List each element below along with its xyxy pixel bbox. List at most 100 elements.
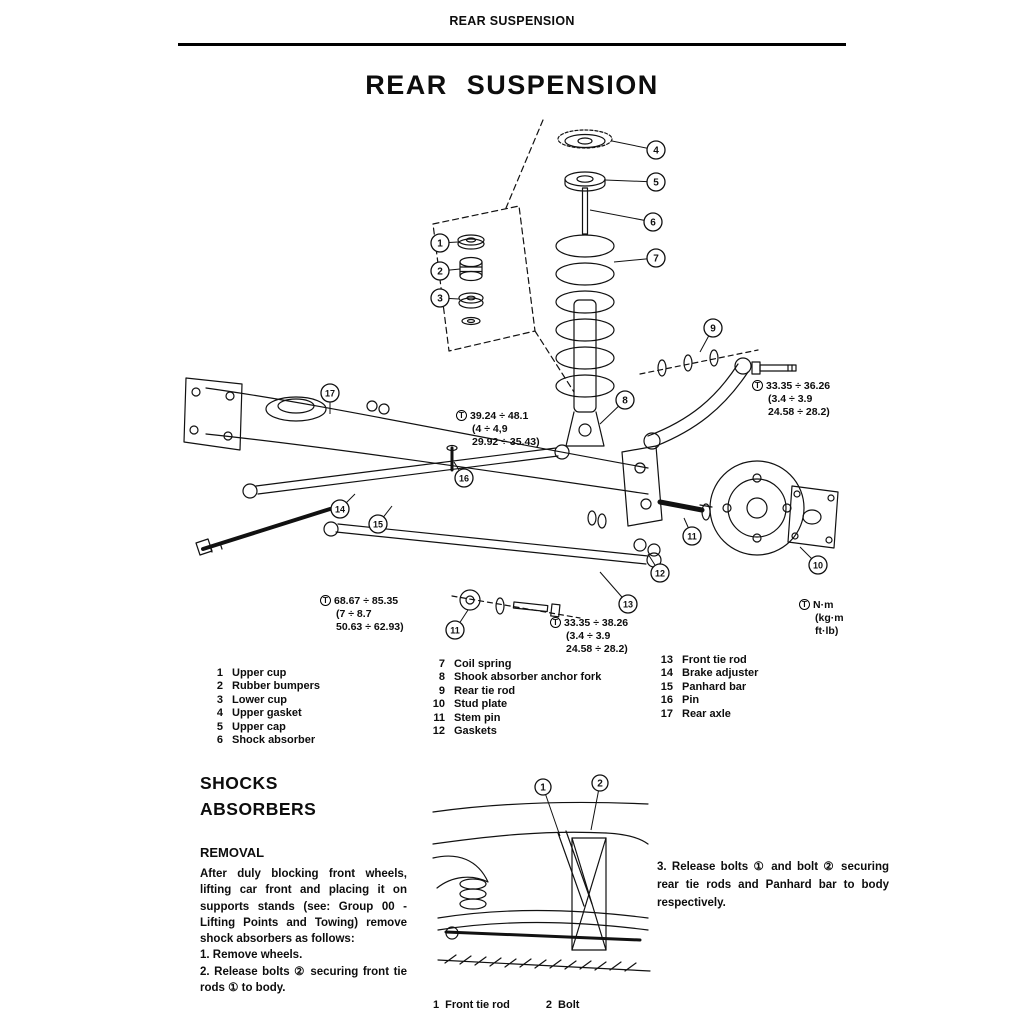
callout-badge <box>643 212 663 232</box>
removal-step-1: 1. Remove wheels. <box>200 949 303 962</box>
part-number: 16 <box>660 694 673 707</box>
callout-number: 2 <box>597 779 603 790</box>
part-label: Pin <box>682 694 700 707</box>
callout-badge <box>534 778 552 796</box>
callout-number: 13 <box>623 600 633 610</box>
callout-badge <box>430 288 450 308</box>
part-number: 15 <box>660 680 673 693</box>
part-number: 1 <box>216 667 223 679</box>
torque-note-line: (4 ÷ 4,9 <box>472 423 508 435</box>
callout-badge <box>591 774 609 792</box>
callout-number: 7 <box>653 254 659 265</box>
header-rule <box>178 43 846 46</box>
section-title-shocks-absorbers: SHOCKS ABSORBERS <box>200 770 316 822</box>
callout-badge <box>618 594 638 614</box>
torque-note-line: 29.92 ÷ 35.43) <box>472 436 540 448</box>
torque-symbol-icon: T <box>752 380 763 391</box>
part-number: 6 <box>216 734 223 747</box>
page-title: REAR SUSPENSION <box>365 70 659 100</box>
caption-item-1-number: 1 <box>433 999 440 1011</box>
callout-badge <box>646 248 666 268</box>
part-number: 14 <box>660 667 673 680</box>
removal-heading: REMOVAL <box>200 845 265 860</box>
torque-note-line: 24.58 ÷ 28.2) <box>768 406 830 418</box>
callout-number: 12 <box>655 569 665 579</box>
part-label: Stem pin <box>454 711 501 724</box>
part-number: 2 <box>216 680 223 693</box>
part-number: 8 <box>438 671 445 684</box>
callout-badge <box>646 172 666 192</box>
part-label: Brake adjuster <box>682 667 759 680</box>
callout-number: 1 <box>540 783 546 794</box>
part-number: 7 <box>438 658 445 670</box>
removal-step-3: 3. Release bolts ① and bolt ② securing r… <box>657 861 889 909</box>
callout-badge <box>682 526 702 546</box>
caption-item-1-label: Front tie rod <box>445 999 510 1011</box>
callout-badge <box>615 390 635 410</box>
part-number: 3 <box>216 693 223 706</box>
callout-badge <box>320 383 340 403</box>
torque-note-line: ft·lb) <box>815 625 839 637</box>
callout-number: 2 <box>437 267 443 278</box>
callout-number: 17 <box>325 389 335 399</box>
parts-list-item: 8 Shook absorber anchor fork <box>425 671 601 684</box>
part-label: Panhard bar <box>682 680 747 693</box>
torque-symbol-icon: T <box>320 595 331 606</box>
part-label: Shook absorber anchor fork <box>454 671 602 684</box>
callout-number: 11 <box>450 626 460 636</box>
torque-note-line: (kg·m <box>815 612 844 624</box>
callout-number: 5 <box>653 178 659 189</box>
callout-badge <box>368 514 388 534</box>
part-label: Stud plate <box>454 698 508 711</box>
parts-list-item: 2 Rubber bumpers <box>203 680 320 693</box>
parts-list-item: 7 Coil spring <box>425 658 601 671</box>
parts-list-item: 14 Brake adjuster <box>653 667 759 680</box>
parts-list-item: 16 Pin <box>653 694 758 707</box>
callout-number: 6 <box>650 218 656 229</box>
callout-number: 4 <box>653 146 659 157</box>
parts-list-item: 3 Lower cup <box>203 694 320 707</box>
callout-badge <box>330 499 350 519</box>
part-label: Rubber bumpers <box>232 680 321 693</box>
part-number: 12 <box>432 725 445 738</box>
caption-item-2-label: Bolt <box>558 999 580 1011</box>
removal-step-2: 2. Release bolts ② securing front tie ro… <box>200 965 407 995</box>
callout-number: 9 <box>710 324 716 335</box>
callout-number: 11 <box>687 532 697 542</box>
callout-badge <box>646 140 666 160</box>
callout-leader <box>589 209 654 223</box>
callout-number: 3 <box>437 294 443 305</box>
part-label: Rear tie rod <box>454 684 516 697</box>
part-number: 13 <box>660 654 673 666</box>
part-label: Coil spring <box>454 658 512 670</box>
parts-list-item: 15 Panhard bar <box>653 681 758 694</box>
callout-number: 14 <box>335 505 345 515</box>
callout-badge <box>430 233 450 253</box>
torque-note-line: 50.63 ÷ 62.93) <box>336 621 404 633</box>
part-number: 5 <box>216 720 223 733</box>
torque-symbol-icon: T <box>799 599 810 610</box>
part-number: 17 <box>660 707 673 720</box>
callout-number: 16 <box>459 474 469 484</box>
part-label: Lower cup <box>232 693 288 706</box>
callout-badge <box>703 318 723 338</box>
part-label: Shock absorber <box>232 734 316 747</box>
part-label: Upper gasket <box>232 707 302 720</box>
